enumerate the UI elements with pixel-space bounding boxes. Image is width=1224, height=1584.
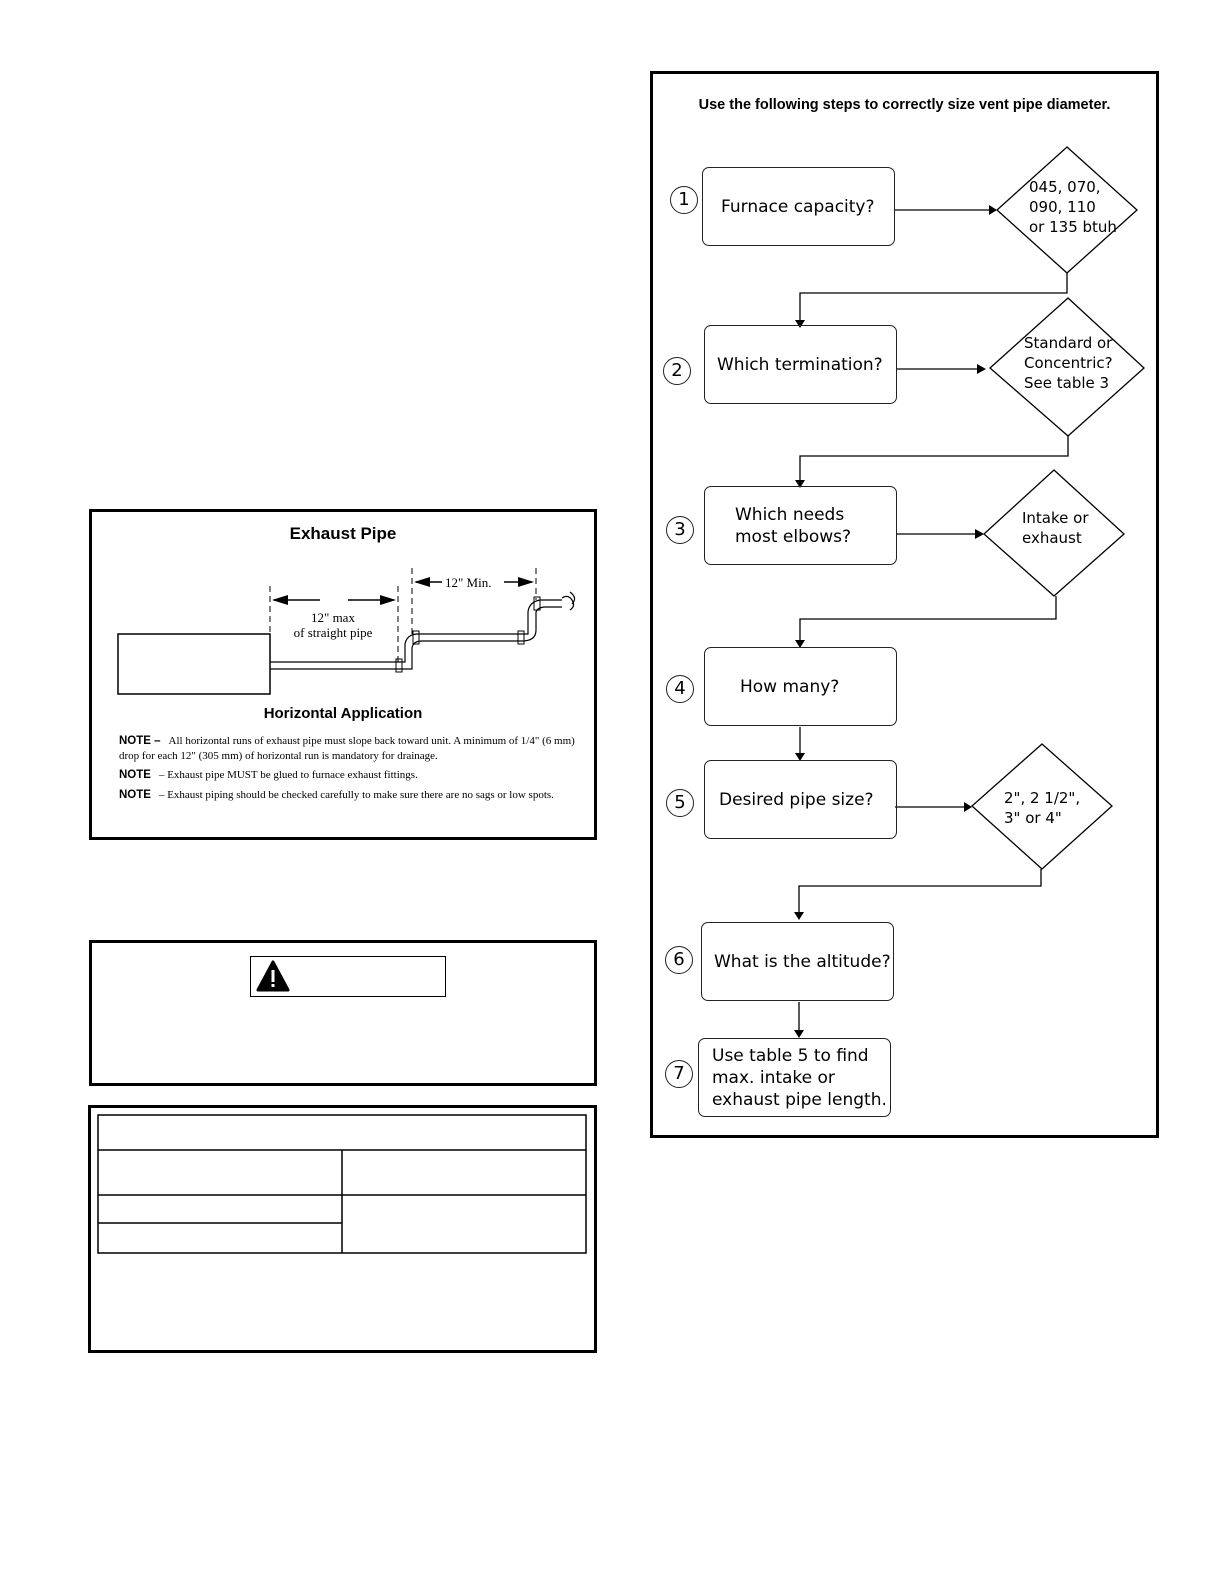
note-text: All horizontal runs of exhaust pipe must… (119, 735, 575, 762)
step-5-question: Desired pipe size? (719, 789, 874, 810)
step-7-question-line: Use table 5 to find (712, 1045, 869, 1066)
answer-line: exhaust (1022, 529, 1082, 547)
step-6-box: What is the altitude? (701, 922, 894, 1001)
step-7-number: 7 (665, 1060, 693, 1088)
step-2-box: Which termination? (704, 325, 897, 404)
answer-line: See table 3 (1024, 374, 1110, 392)
answer-line: 045, 070, (1029, 178, 1101, 196)
step-5-box: Desired pipe size? (704, 760, 897, 839)
furnace-unit-shape (117, 633, 271, 695)
step-2-answer: Standard or Concentric? See table 3 (1024, 333, 1113, 393)
table-box (88, 1105, 597, 1353)
exhaust-notes: NOTE –All horizontal runs of exhaust pip… (119, 734, 579, 807)
answer-line: or 135 btuh (1029, 218, 1117, 236)
note-text: – Exhaust pipe MUST be glued to furnace … (158, 769, 418, 781)
step-3-number: 3 (666, 516, 694, 544)
step-1-answer: 045, 070, 090, 110 or 135 btuh (1029, 177, 1117, 237)
step-6-question: What is the altitude? (714, 951, 891, 972)
flowchart-title: Use the following steps to correctly siz… (698, 97, 1111, 113)
exhaust-pipe-drawing (117, 568, 576, 695)
horizontal-application-title: Horizontal Application (263, 705, 423, 722)
warning-header (250, 956, 446, 997)
step-3-box: Which needs most elbows? (704, 486, 897, 565)
min-dimension-label: 12" Min. (445, 575, 492, 590)
answer-line: 2", 2 1/2", (1004, 789, 1081, 807)
answer-line: Concentric? (1024, 354, 1113, 372)
step-3-question-line: most elbows? (735, 526, 852, 547)
step-2-question: Which termination? (717, 354, 883, 375)
step-7-question-line: max. intake or (712, 1067, 835, 1088)
step-5-number: 5 (666, 789, 694, 817)
step-7-question-line: exhaust pipe length. (712, 1089, 887, 1110)
table-grid (97, 1114, 587, 1254)
exhaust-pipe-figure: Exhaust Pipe 12" Min. 12" (89, 509, 597, 840)
flowchart-connectors (794, 146, 1145, 1038)
step-4-number: 4 (666, 675, 694, 703)
note-2: NOTE – Exhaust pipe MUST be glued to furn… (119, 768, 579, 783)
note-label: NOTE (119, 788, 151, 801)
note-label: NOTE – (119, 735, 161, 747)
max-dimension-line1: 12" max (311, 610, 355, 625)
step-3-question-line: Which needs (735, 504, 845, 525)
figure-title: Exhaust Pipe (289, 524, 397, 543)
answer-line: Standard or (1024, 334, 1113, 352)
answer-line: 090, 110 (1029, 198, 1096, 216)
note-text: – Exhaust piping should be checked caref… (158, 788, 554, 801)
step-3-answer: Intake or exhaust (1022, 508, 1089, 548)
warning-box (89, 940, 597, 1086)
step-1-question: Furnace capacity? (721, 196, 875, 217)
step-4-question: How many? (740, 676, 840, 697)
step-6-number: 6 (665, 946, 693, 974)
step-1-number: 1 (670, 186, 698, 214)
max-dimension-label: 12" max of straight pipe (278, 610, 388, 640)
vent-sizing-flowchart: Use the following steps to correctly siz… (650, 71, 1159, 1138)
step-7-box: Use table 5 to find max. intake or exhau… (698, 1038, 891, 1117)
step-5-answer: 2", 2 1/2", 3" or 4" (1004, 788, 1080, 828)
step-4-box: How many? (704, 647, 897, 726)
note-label: NOTE (119, 769, 151, 781)
max-dimension-line2: of straight pipe (293, 625, 373, 640)
answer-line: Intake or (1022, 509, 1089, 527)
warning-triangle-icon (256, 960, 290, 992)
step-2-number: 2 (663, 357, 691, 385)
answer-line: 3" or 4" (1004, 809, 1062, 827)
diamond-3 (983, 469, 1125, 597)
note-1: NOTE –All horizontal runs of exhaust pip… (119, 734, 579, 763)
diamond-5 (971, 743, 1113, 870)
step-1-box: Furnace capacity? (702, 167, 895, 246)
note-3: NOTE – Exhaust piping should be checked c… (119, 788, 579, 803)
